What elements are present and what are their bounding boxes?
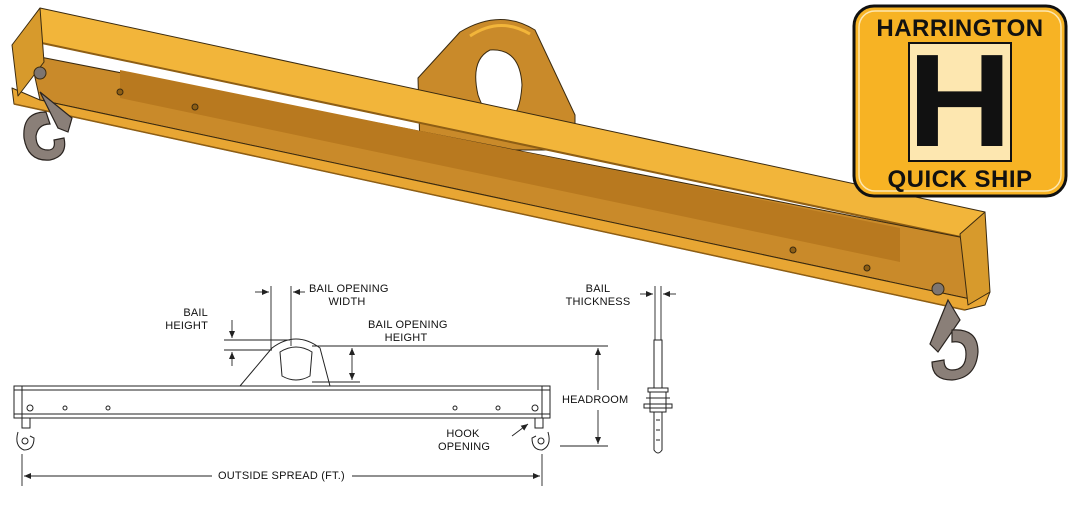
hook-front-left [16, 418, 35, 451]
label-outside-spread: OUTSIDE SPREAD (FT.) [218, 470, 345, 482]
dimension-lines [21, 286, 676, 486]
beam-body [13, 385, 551, 419]
label-bail-opening-height: BAIL OPENING HEIGHT [368, 319, 448, 344]
beam-3d [11, 7, 991, 311]
label-bail-height: BAIL HEIGHT [165, 307, 208, 332]
hook-front-right [531, 418, 550, 451]
end-pin-left [33, 66, 47, 80]
hook-3d-right [929, 298, 979, 381]
harrington-quick-ship-logo: HARRINGTON H QUICK SHIP [851, 3, 1069, 199]
logo-letter: H [907, 27, 1013, 174]
beam-side-view [643, 339, 673, 454]
label-hook-opening: HOOK OPENING [438, 428, 491, 453]
end-pin-right [931, 282, 945, 296]
logo-top-text: HARRINGTON [876, 15, 1044, 42]
hook-3d-left [23, 91, 73, 161]
bail-opening [279, 346, 313, 381]
label-bail-thickness: BAIL THICKNESS [565, 283, 631, 308]
beam-front-view [13, 338, 551, 419]
label-headroom: HEADROOM [562, 394, 629, 406]
logo-bottom-text: QUICK SHIP [887, 166, 1033, 193]
logo-badge [852, 4, 1068, 198]
bail-outline [239, 338, 331, 387]
label-bail-opening-width: BAIL OPENING WIDTH [309, 283, 389, 308]
